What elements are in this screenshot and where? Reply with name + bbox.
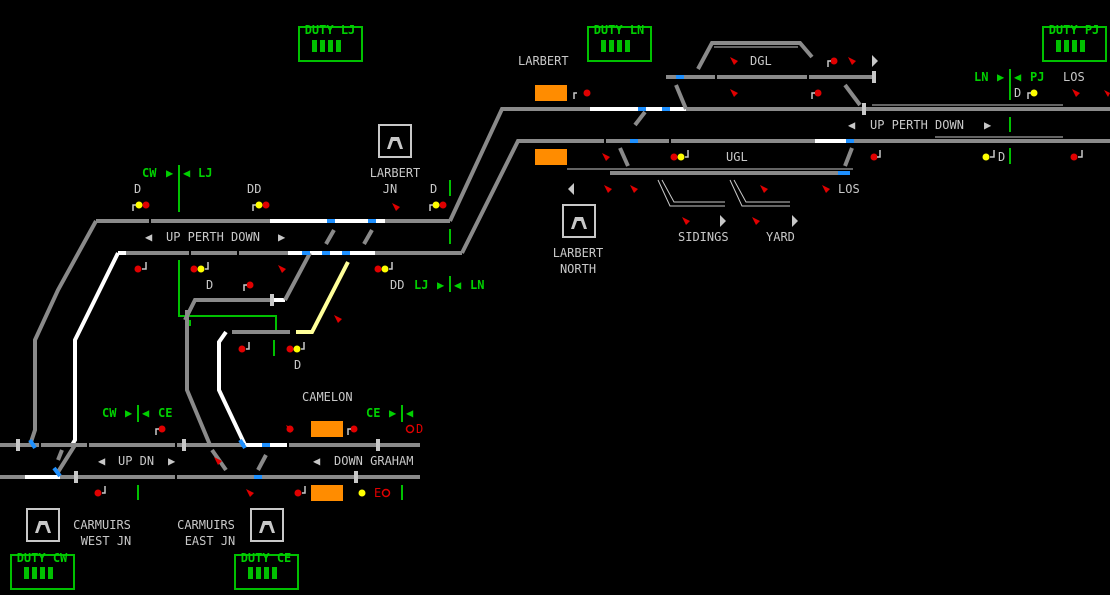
boundary-lj: LJ xyxy=(414,278,428,292)
arrow-left: ◀ xyxy=(406,406,414,420)
duty-panel-pj[interactable]: DUTY PJ xyxy=(1042,23,1107,62)
arrow-right: ▶ xyxy=(997,70,1005,84)
boundary-cw: CW xyxy=(102,406,117,420)
label-larbert-north-2: NORTH xyxy=(560,262,596,276)
line-label-up-perth-down-left: UP PERTH DOWN xyxy=(166,230,260,244)
label-carmuirs-west-1: CARMUIRS xyxy=(73,518,131,532)
duty-panel-cw[interactable]: DUTY CW xyxy=(10,551,75,590)
arrow-right: ▶ xyxy=(125,406,133,420)
duty-panel-lj[interactable]: DUTY LJ xyxy=(298,23,363,62)
mark-d: D xyxy=(1014,86,1021,100)
duty-panel-label: DUTY LN xyxy=(594,23,645,37)
label-larbert-north-1: LARBERT xyxy=(553,246,604,260)
boundary-ce: CE xyxy=(158,406,172,420)
arrow-left: ◀ xyxy=(183,166,191,180)
line-label-up-dn: UP DN xyxy=(118,454,154,468)
arrow-left: ◀ xyxy=(145,230,153,244)
mark-d: D xyxy=(430,182,437,196)
platform-larbert-down xyxy=(535,149,567,165)
boundary-ln: LN xyxy=(974,70,988,84)
arrow-left: ◀ xyxy=(848,118,856,132)
duty-panel-ce[interactable]: DUTY CE xyxy=(234,551,299,590)
boundary-cw: CW xyxy=(142,166,157,180)
label-los-mid: LOS xyxy=(838,182,860,196)
arrow-left: ◀ xyxy=(142,406,150,420)
label-carmuirs-east-2: EAST JN xyxy=(185,534,236,548)
duty-panel-label: DUTY CE xyxy=(241,551,292,565)
platform-larbert-up xyxy=(535,85,567,101)
boundary-ce: CE xyxy=(366,406,380,420)
label-larbert-jn-1: LARBERT xyxy=(370,166,421,180)
label-los-top: LOS xyxy=(1063,70,1085,84)
arrow-right: ▶ xyxy=(166,166,174,180)
arrow-right: ▶ xyxy=(984,118,992,132)
label-carmuirs-east-1: CARMUIRS xyxy=(177,518,235,532)
mark-d: D xyxy=(998,150,1005,164)
signal-box-icon[interactable] xyxy=(250,508,284,542)
line-label-down-graham: DOWN GRAHAM xyxy=(334,454,413,468)
arrow-left: ◀ xyxy=(1014,70,1022,84)
duty-panel-label: DUTY LJ xyxy=(305,23,356,37)
mark-dd: DD xyxy=(390,278,404,292)
signals[interactable]: D xyxy=(94,55,1110,498)
mark-d: D xyxy=(134,182,141,196)
mark-dd: DD xyxy=(247,182,261,196)
svg-text:D: D xyxy=(416,422,423,436)
duty-panel-label: DUTY CW xyxy=(17,551,68,565)
arrow-left: ◀ xyxy=(313,454,321,468)
label-dgl: DGL xyxy=(750,54,772,68)
boundary-pj: PJ xyxy=(1030,70,1044,84)
duty-panel-ln[interactable]: DUTY LN xyxy=(587,23,652,62)
mark-e: E xyxy=(374,486,381,500)
platform-camelon-down xyxy=(311,485,343,501)
label-larbert-jn-2: JN xyxy=(383,182,397,196)
label-yard: YARD xyxy=(766,230,795,244)
arrow-right: ▶ xyxy=(168,454,176,468)
signal-box-icon[interactable] xyxy=(26,508,60,542)
signal-box-icon[interactable] xyxy=(562,204,596,238)
platform-camelon-up xyxy=(311,421,343,437)
line-label-up-perth-down-right: UP PERTH DOWN xyxy=(870,118,964,132)
mark-d: D xyxy=(206,278,213,292)
arrow-right: ▶ xyxy=(437,278,445,292)
label-camelon: CAMELON xyxy=(302,390,353,404)
arrow-right: ▶ xyxy=(389,406,397,420)
arrow-left: ◀ xyxy=(98,454,106,468)
signal-box-icon[interactable] xyxy=(378,124,412,158)
down-graham-clip: DOWN GRAHAM xyxy=(334,454,413,468)
boundary-lj: LJ xyxy=(198,166,212,180)
arrow-right: ▶ xyxy=(278,230,286,244)
label-larbert: LARBERT xyxy=(518,54,569,68)
label-ugl: UGL xyxy=(726,150,748,164)
mark-d: D xyxy=(294,358,301,372)
duty-panel-label: DUTY PJ xyxy=(1049,23,1100,37)
boundary-ln: LN xyxy=(470,278,484,292)
label-sidings: SIDINGS xyxy=(678,230,729,244)
label-carmuirs-west-2: WEST JN xyxy=(81,534,132,548)
track-layout xyxy=(0,41,1110,483)
arrow-left: ◀ xyxy=(454,278,462,292)
